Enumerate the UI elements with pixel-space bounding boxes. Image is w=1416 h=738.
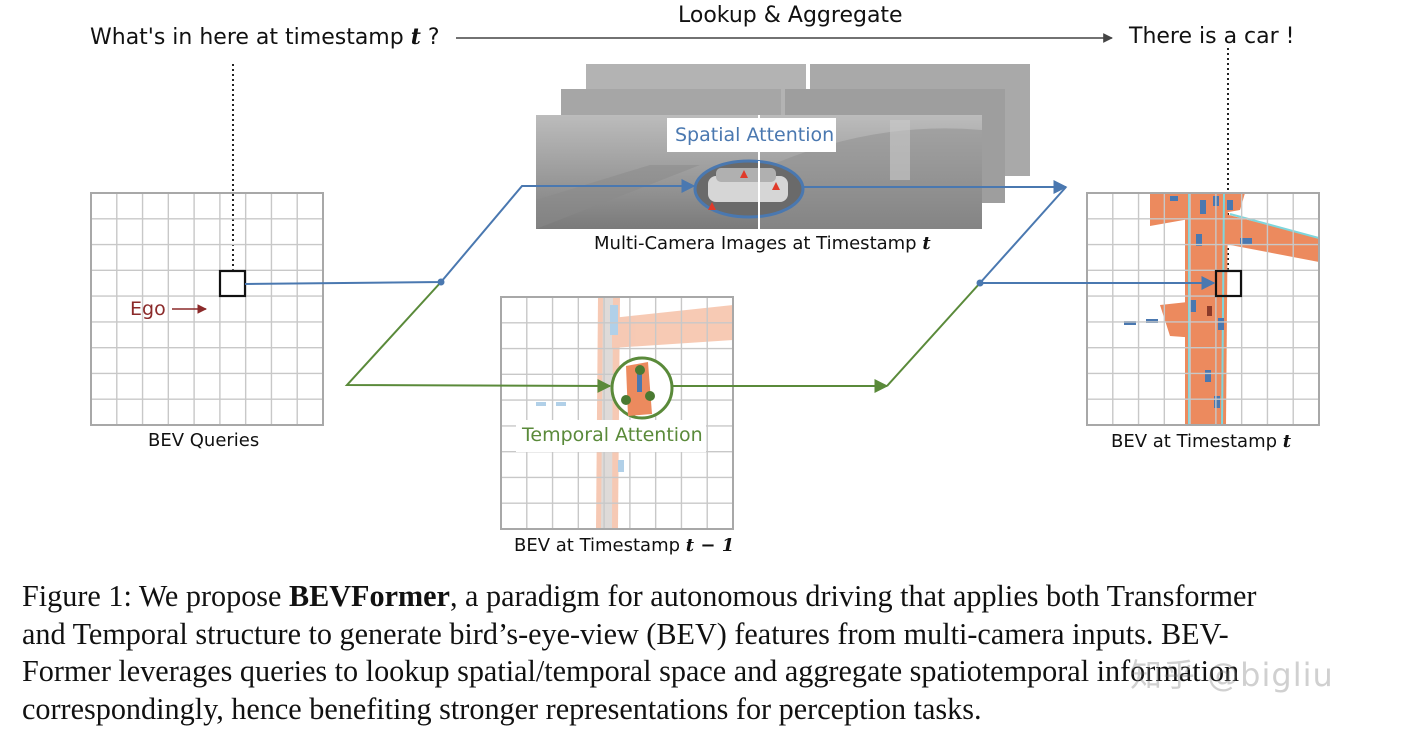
figure-caption: Figure 1: We propose BEVFormer, a paradi… (22, 578, 1398, 728)
spatial-attention-label: Spatial Attention (675, 124, 835, 146)
figure-diagram: What's in here at timestamp t ? Lookup &… (90, 3, 1320, 556)
caption-prefix: Figure 1: We propose (22, 579, 289, 613)
caption-line-1: Figure 1: We propose BEVFormer, a paradi… (22, 578, 1398, 616)
temporal-flow-left (344, 281, 612, 393)
caption-line-1-rest: , a paradigm for autonomous driving that… (449, 579, 1257, 613)
bev-prev-variable: t − 1 (685, 535, 735, 556)
query-question-label: What's in here at timestamp t ? (90, 24, 440, 50)
ego-label: Ego (130, 298, 166, 320)
bev-prev-grid (500, 296, 734, 530)
multi-camera-images (536, 64, 1030, 229)
temporal-attention-label: Temporal Attention (522, 424, 703, 446)
bev-queries-grid (90, 192, 324, 426)
bev-queries-label: BEV Queries (148, 430, 260, 451)
lookup-aggregate-label: Lookup & Aggregate (678, 3, 903, 28)
bev-prev-label: BEV at Timestamp t − 1 (514, 535, 734, 556)
multi-camera-text: Multi-Camera Images at Timestamp (594, 233, 917, 254)
temporal-flow-merge (886, 282, 981, 387)
bev-prev-text: BEV at Timestamp (514, 535, 681, 556)
query-question-text: What's in here at timestamp (90, 25, 404, 50)
bev-current-grid (1086, 192, 1320, 426)
query-variable: t (410, 24, 421, 50)
caption-line-2: and Temporal structure to generate bird’… (22, 616, 1229, 651)
query-cell-box (218, 269, 247, 298)
flow-node-right (976, 279, 984, 287)
multi-camera-variable: t (922, 233, 931, 254)
bev-current-text: BEV at Timestamp (1111, 431, 1278, 452)
caption-model-name: BEVFormer (288, 579, 450, 613)
spatial-flow-left (244, 179, 696, 285)
bev-current-label: BEV at Timestamp t (1111, 431, 1291, 452)
answer-label: There is a car ! (1129, 24, 1295, 49)
query-question-mark: ? (427, 25, 440, 50)
diagram-svg (90, 33, 1320, 530)
caption-line-3: Former leverages queries to lookup spati… (22, 654, 1240, 688)
bev-current-variable: t (1282, 431, 1292, 452)
flow-node-left (437, 278, 445, 286)
answer-cell-box (1214, 269, 1243, 298)
spatial-flow-merge (979, 186, 1067, 284)
multi-camera-label: Multi-Camera Images at Timestamp t (594, 233, 931, 254)
watermark: 知乎 @bigliu (1130, 656, 1334, 694)
caption-line-4: correspondingly, hence benefiting strong… (22, 691, 982, 726)
